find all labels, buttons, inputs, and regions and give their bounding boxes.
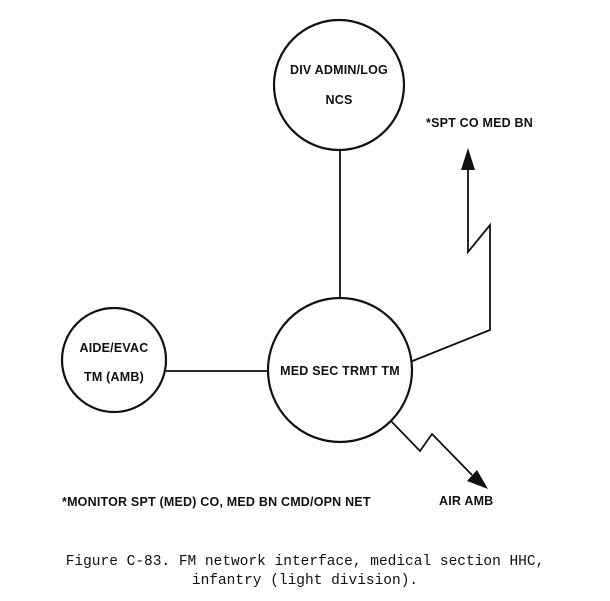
node-med-sec-trmt-circle bbox=[266, 296, 414, 444]
node-med-sec-trmt-tm: MED SEC TRMT TM bbox=[266, 296, 414, 444]
label-monitor-note: *MONITOR SPT (MED) CO, MED BN CMD/OPN NE… bbox=[62, 495, 371, 509]
node-aide-evac-tm-amb: AIDE/EVAC TM (AMB) bbox=[60, 306, 168, 414]
radio-link-spt-co-med-bn bbox=[409, 168, 491, 363]
node-aide-evac-label-1: AIDE/EVAC bbox=[80, 341, 149, 355]
label-air-amb: AIR AMB bbox=[439, 494, 493, 508]
figure-caption-line-2: infantry (light division). bbox=[191, 573, 419, 589]
radio-link-air-amb bbox=[389, 419, 473, 476]
label-spt-co-med-bn: *SPT CO MED BN bbox=[426, 116, 533, 130]
node-div-admin-log-label-2: NCS bbox=[326, 93, 353, 107]
arrow-air-amb-icon bbox=[467, 470, 488, 489]
node-med-sec-trmt-label: MED SEC TRMT TM bbox=[280, 364, 400, 378]
node-div-admin-log-circle bbox=[272, 18, 406, 152]
node-aide-evac-label-2: TM (AMB) bbox=[84, 370, 144, 384]
figure-caption-line-1: Figure C-83. FM network interface, medic… bbox=[65, 554, 545, 570]
arrow-spt-co-med-bn-icon bbox=[461, 148, 475, 170]
node-aide-evac-circle bbox=[60, 306, 168, 414]
node-div-admin-log-label-1: DIV ADMIN/LOG bbox=[290, 63, 388, 77]
node-div-admin-log-ncs: DIV ADMIN/LOG NCS bbox=[272, 18, 406, 152]
